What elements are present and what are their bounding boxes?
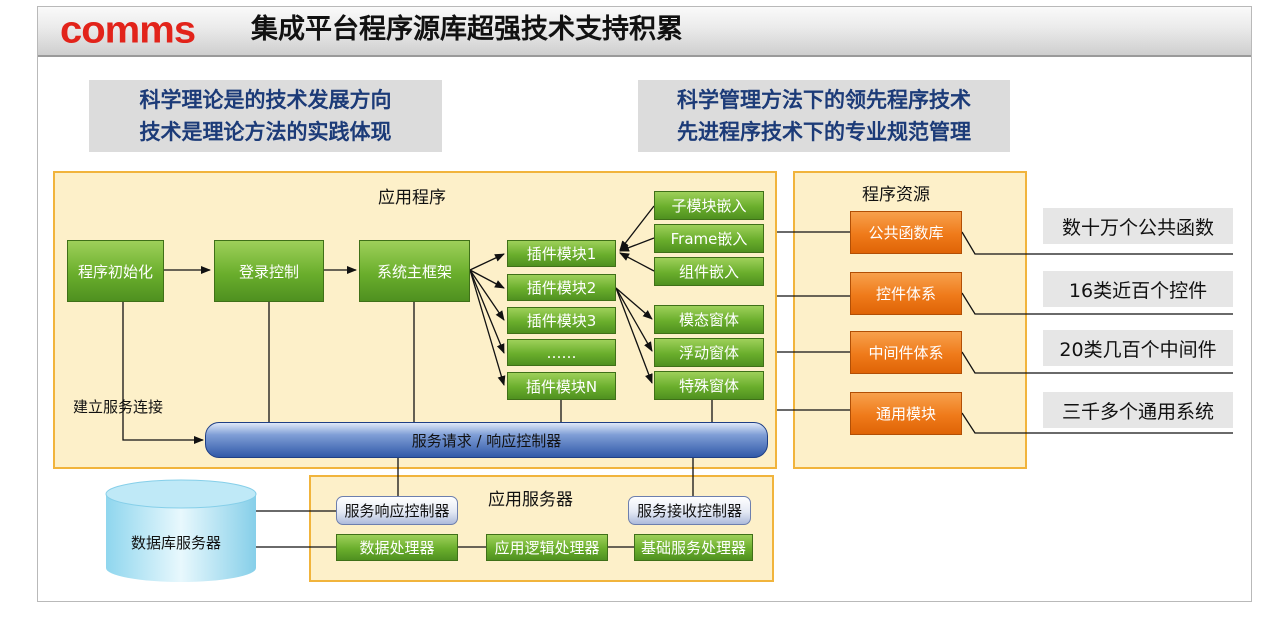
component-embed-box[interactable]: 组件嵌入 bbox=[654, 257, 764, 286]
service-request-bus[interactable]: 服务请求 / 响应控制器 bbox=[205, 422, 768, 458]
resource-label-functions: 数十万个公共函数 bbox=[1043, 208, 1233, 244]
base-service-processor-box[interactable]: 基础服务处理器 bbox=[634, 534, 753, 561]
connect-service-label: 建立服务连接 bbox=[73, 398, 164, 416]
database-server-label: 数据库服务器 bbox=[131, 534, 222, 552]
resource-middleware-system[interactable]: 中间件体系 bbox=[850, 331, 962, 374]
resource-label-systems: 三千多个通用系统 bbox=[1043, 392, 1233, 428]
page-title: 集成平台程序源库超强技术支持积累 bbox=[251, 14, 683, 45]
main-frame-box[interactable]: 系统主框架 bbox=[359, 240, 470, 302]
app-panel-title: 应用程序 bbox=[378, 188, 446, 208]
plugin-module-ellipsis[interactable]: …… bbox=[507, 339, 616, 366]
special-window-box[interactable]: 特殊窗体 bbox=[654, 371, 764, 400]
frame-embed-box[interactable]: Frame嵌入 bbox=[654, 224, 764, 253]
floating-window-box[interactable]: 浮动窗体 bbox=[654, 338, 764, 367]
slogan-right-line-2: 先进程序技术下的专业规范管理 bbox=[677, 120, 971, 144]
modal-window-box[interactable]: 模态窗体 bbox=[654, 305, 764, 334]
brand-logo: comms bbox=[60, 9, 196, 51]
resource-function-library[interactable]: 公共函数库 bbox=[850, 211, 962, 254]
slogan-right: 科学管理方法下的领先程序技术 先进程序技术下的专业规范管理 bbox=[638, 80, 1010, 152]
plugin-module-1[interactable]: 插件模块1 bbox=[507, 240, 616, 267]
slogan-left-line-2: 技术是理论方法的实践体现 bbox=[139, 120, 392, 144]
submodule-embed-box[interactable]: 子模块嵌入 bbox=[654, 191, 764, 220]
plugin-module-2[interactable]: 插件模块2 bbox=[507, 274, 616, 301]
slogan-right-line-1: 科学管理方法下的领先程序技术 bbox=[677, 88, 971, 112]
app-logic-processor-box[interactable]: 应用逻辑处理器 bbox=[486, 534, 608, 561]
plugin-module-n[interactable]: 插件模块N bbox=[507, 372, 616, 400]
program-init-box[interactable]: 程序初始化 bbox=[67, 240, 164, 302]
plugin-module-3[interactable]: 插件模块3 bbox=[507, 307, 616, 334]
server-panel bbox=[309, 475, 774, 582]
data-processor-box[interactable]: 数据处理器 bbox=[336, 534, 458, 561]
resource-control-system[interactable]: 控件体系 bbox=[850, 272, 962, 315]
resource-label-controls: 16类近百个控件 bbox=[1043, 271, 1233, 307]
server-panel-title: 应用服务器 bbox=[488, 490, 573, 510]
slogan-left: 科学理论是的技术发展方向 技术是理论方法的实践体现 bbox=[89, 80, 442, 152]
service-receive-controller[interactable]: 服务接收控制器 bbox=[628, 496, 751, 525]
service-response-controller[interactable]: 服务响应控制器 bbox=[336, 496, 458, 525]
login-control-box[interactable]: 登录控制 bbox=[214, 240, 324, 302]
resource-panel-title: 程序资源 bbox=[862, 185, 930, 205]
resource-label-middleware: 20类几百个中间件 bbox=[1043, 330, 1233, 366]
database-cylinder bbox=[105, 479, 257, 582]
title-bar: comms 集成平台程序源库超强技术支持积累 bbox=[38, 7, 1251, 57]
resource-general-module[interactable]: 通用模块 bbox=[850, 392, 962, 435]
slogan-left-line-1: 科学理论是的技术发展方向 bbox=[139, 88, 392, 112]
